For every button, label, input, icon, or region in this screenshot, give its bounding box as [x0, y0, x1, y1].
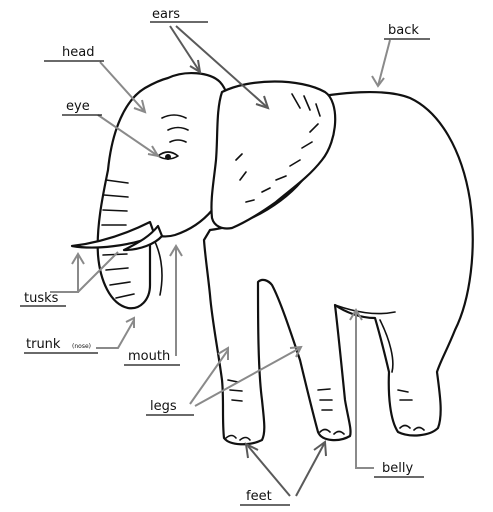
label-belly: belly — [382, 461, 413, 476]
label-back: back — [388, 23, 419, 38]
label-mouth: mouth — [128, 349, 170, 364]
label-head: head — [62, 45, 94, 60]
eye-pupil — [165, 154, 171, 160]
elephant-mouth — [152, 236, 162, 295]
belly-leader — [356, 310, 374, 468]
trunk-leader — [96, 320, 134, 348]
feet-leader-right — [296, 444, 324, 496]
feet-arrowhead-right — [314, 442, 326, 456]
head-leader — [100, 62, 145, 112]
back-arrowhead — [372, 76, 384, 86]
label-tusks: tusks — [24, 291, 59, 306]
label-legs: legs — [150, 399, 177, 414]
label-feet: feet — [246, 489, 272, 504]
elephant-illustration — [72, 73, 473, 444]
label-trunk-note: (nose) — [72, 343, 91, 350]
label-eye: eye — [66, 99, 90, 114]
label-ears: ears — [152, 7, 180, 22]
label-trunk: trunk — [26, 337, 61, 352]
